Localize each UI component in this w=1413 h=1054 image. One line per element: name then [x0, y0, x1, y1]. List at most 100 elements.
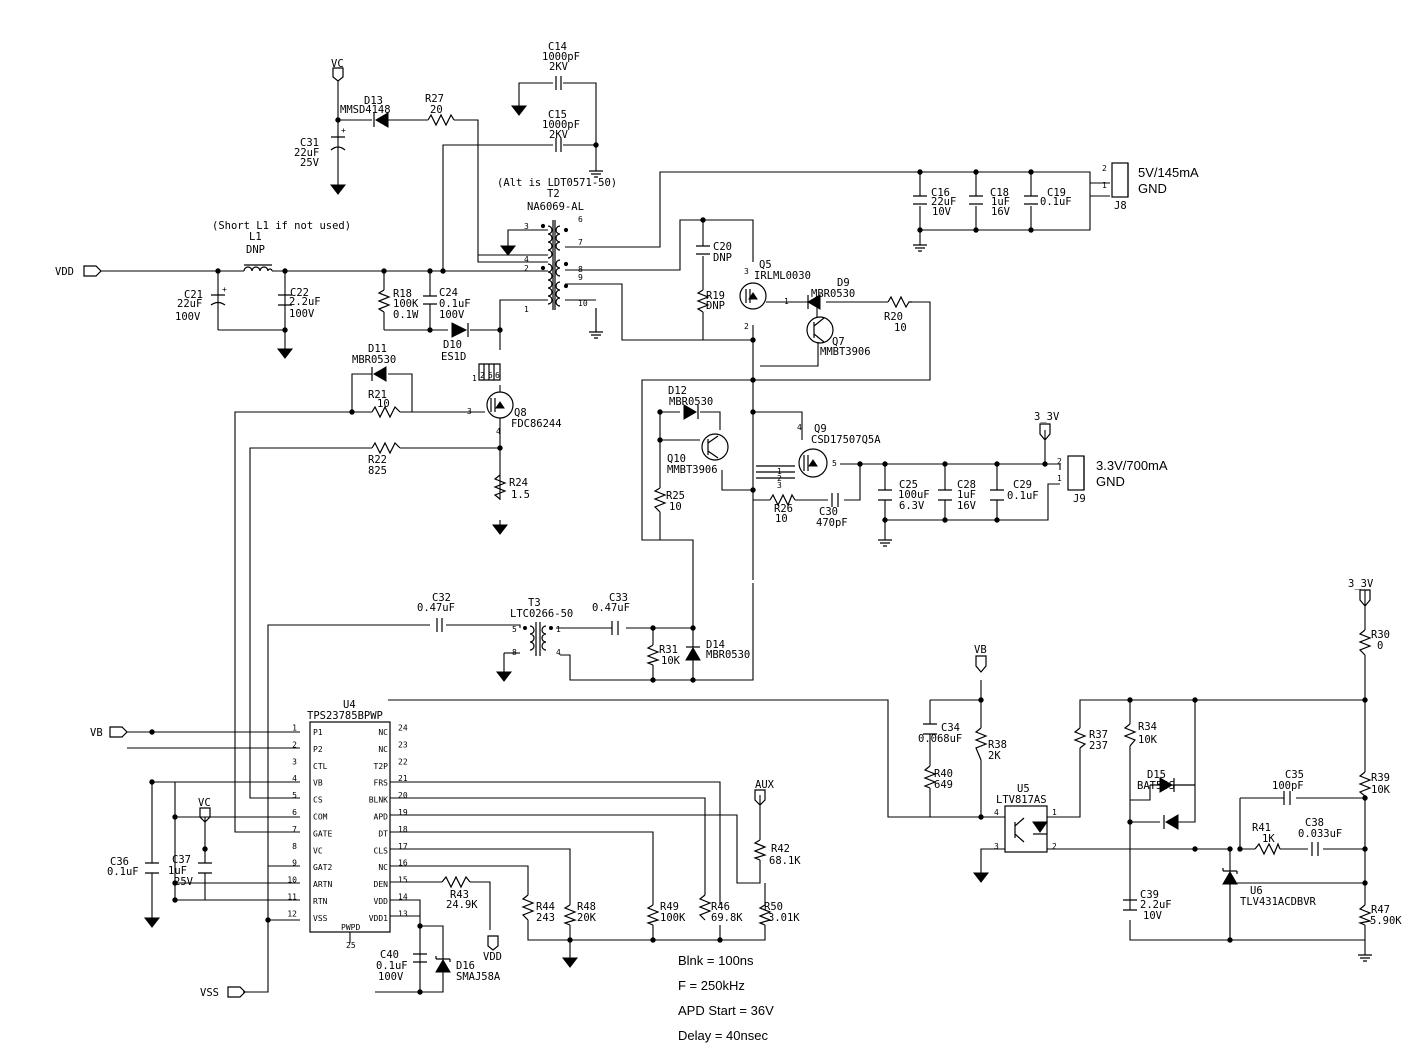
svg-text:649: 649 — [934, 779, 953, 791]
r42: R42 68.1K — [753, 839, 801, 867]
svg-text:10: 10 — [894, 322, 907, 334]
r19: R19 DNP — [696, 289, 725, 313]
svg-text:3: 3 — [467, 407, 472, 416]
svg-text:U4: U4 — [343, 699, 356, 711]
svg-text:Q5: Q5 — [759, 259, 772, 271]
svg-text:20: 20 — [430, 104, 443, 116]
svg-text:825: 825 — [368, 465, 387, 477]
r40: R40 649 — [923, 765, 953, 791]
svg-text:2: 2 — [1052, 842, 1057, 851]
c29: C29 0.1uF — [990, 479, 1039, 502]
svg-text:4: 4 — [556, 648, 561, 657]
j8-label-1: 5V/145mA — [1138, 165, 1199, 180]
svg-text:C32: C32 — [432, 592, 451, 604]
u4-pin-number-left: 2 — [292, 740, 297, 749]
u4-pin-number-right: 17 — [398, 842, 408, 851]
svg-text:SMAJ58A: SMAJ58A — [456, 971, 501, 983]
svg-text:1.5: 1.5 — [511, 489, 530, 501]
svg-text:3.01K: 3.01K — [768, 912, 800, 924]
junctions — [149, 117, 1368, 995]
c35: C35 100pF — [1272, 769, 1304, 805]
svg-text:Q7: Q7 — [832, 336, 845, 348]
net-vdd-small: VDD — [483, 951, 502, 963]
svg-text:8: 8 — [578, 265, 583, 274]
svg-text:R34: R34 — [1138, 721, 1157, 733]
svg-text:1: 1 — [472, 374, 477, 383]
r30: R30 0 — [1358, 629, 1390, 656]
svg-text:470pF: 470pF — [816, 517, 848, 529]
svg-text:C37: C37 — [172, 854, 191, 866]
svg-text:R48: R48 — [577, 901, 596, 913]
svg-text:R43: R43 — [450, 889, 469, 901]
c40: C40 0.1uF 100V — [376, 949, 427, 983]
c31: + C31 22uF 25V — [294, 126, 346, 169]
j9-ref: J9 — [1073, 493, 1086, 505]
c22: C22 2.2uF 100V — [278, 287, 321, 320]
svg-text:2.2uF: 2.2uF — [289, 296, 321, 308]
svg-text:0.1uF: 0.1uF — [107, 866, 139, 878]
u4-pin-number-right: 19 — [398, 808, 408, 817]
svg-text:T2: T2 — [547, 188, 560, 200]
svg-text:MMBT3906: MMBT3906 — [820, 346, 871, 358]
j8-ref: J8 — [1114, 200, 1127, 212]
u4-pin-number-right: 16 — [398, 859, 408, 868]
u4-pin-name-left: GATE — [313, 829, 332, 838]
connector-j9: 2 1 J9 3.3V/700mA GND — [1057, 455, 1168, 505]
svg-text:R40: R40 — [934, 768, 953, 780]
svg-text:0.1W: 0.1W — [393, 309, 419, 321]
u4-pin-name-right: CLS — [374, 846, 389, 855]
svg-text:R39: R39 — [1371, 772, 1390, 784]
svg-text:2: 2 — [480, 371, 485, 380]
svg-text:25V: 25V — [300, 157, 320, 169]
svg-text:C36: C36 — [110, 856, 129, 868]
r21: R21 10 — [368, 389, 401, 419]
r48: R48 20K — [563, 901, 597, 926]
l1-inductor: L1 DNP — [243, 231, 273, 272]
c20: C20 DNP — [696, 241, 732, 264]
svg-text:PWPD: PWPD — [341, 923, 360, 932]
svg-text:C29: C29 — [1013, 479, 1032, 491]
svg-text:D15: D15 — [1147, 769, 1166, 781]
u4-pin-name-left: VB — [313, 779, 323, 788]
svg-text:25V: 25V — [174, 876, 194, 888]
svg-text:100K: 100K — [660, 912, 686, 924]
svg-text:0.1uF: 0.1uF — [376, 960, 408, 972]
svg-text:CSD17507Q5A: CSD17507Q5A — [811, 434, 881, 446]
net-vss: VSS — [200, 987, 219, 999]
svg-text:22uF: 22uF — [931, 196, 956, 208]
svg-text:2K: 2K — [988, 750, 1001, 762]
u4-pin-name-right: DT — [378, 829, 388, 838]
svg-text:R27: R27 — [425, 93, 444, 105]
svg-text:69.8K: 69.8K — [711, 912, 743, 924]
svg-text:C22: C22 — [290, 287, 309, 299]
q9-mosfet: 4 5 1 2 3 Q9 CSD17507Q5A — [756, 423, 881, 490]
svg-text:0.1uF: 0.1uF — [439, 298, 471, 310]
c30: C30 470pF — [816, 493, 848, 529]
svg-text:C21: C21 — [184, 289, 203, 301]
svg-text:100pF: 100pF — [1272, 780, 1304, 792]
svg-text:MBR0530: MBR0530 — [706, 649, 750, 661]
svg-text:2: 2 — [524, 264, 529, 273]
svg-text:0.47uF: 0.47uF — [417, 602, 455, 614]
net-aux: AUX — [755, 779, 775, 791]
c14: C14 1000pF 2KV — [542, 41, 580, 90]
c21: + C21 22uF 100V — [175, 285, 227, 323]
svg-text:C28: C28 — [957, 479, 976, 491]
svg-text:2KV: 2KV — [549, 61, 569, 73]
svg-text:2: 2 — [777, 474, 782, 483]
svg-text:C14: C14 — [548, 41, 567, 53]
note-alt-t2: (Alt is LDT0571-50) — [497, 177, 617, 189]
d9: D9 MBR0530 — [807, 277, 855, 310]
svg-text:R25: R25 — [666, 490, 685, 502]
svg-text:10V: 10V — [1143, 910, 1163, 922]
u4-pin-name-right: DEN — [374, 880, 389, 889]
svg-text:R22: R22 — [368, 454, 387, 466]
svg-text:+: + — [341, 126, 346, 135]
u4-pin-number-left: 9 — [292, 859, 297, 868]
svg-text:R18: R18 — [393, 288, 412, 300]
net-3v3-a: 3_3V — [1034, 411, 1060, 423]
r50: R50 3.01K — [758, 901, 800, 926]
svg-text:D10: D10 — [443, 339, 462, 351]
svg-text:MMBT3906: MMBT3906 — [667, 464, 718, 476]
